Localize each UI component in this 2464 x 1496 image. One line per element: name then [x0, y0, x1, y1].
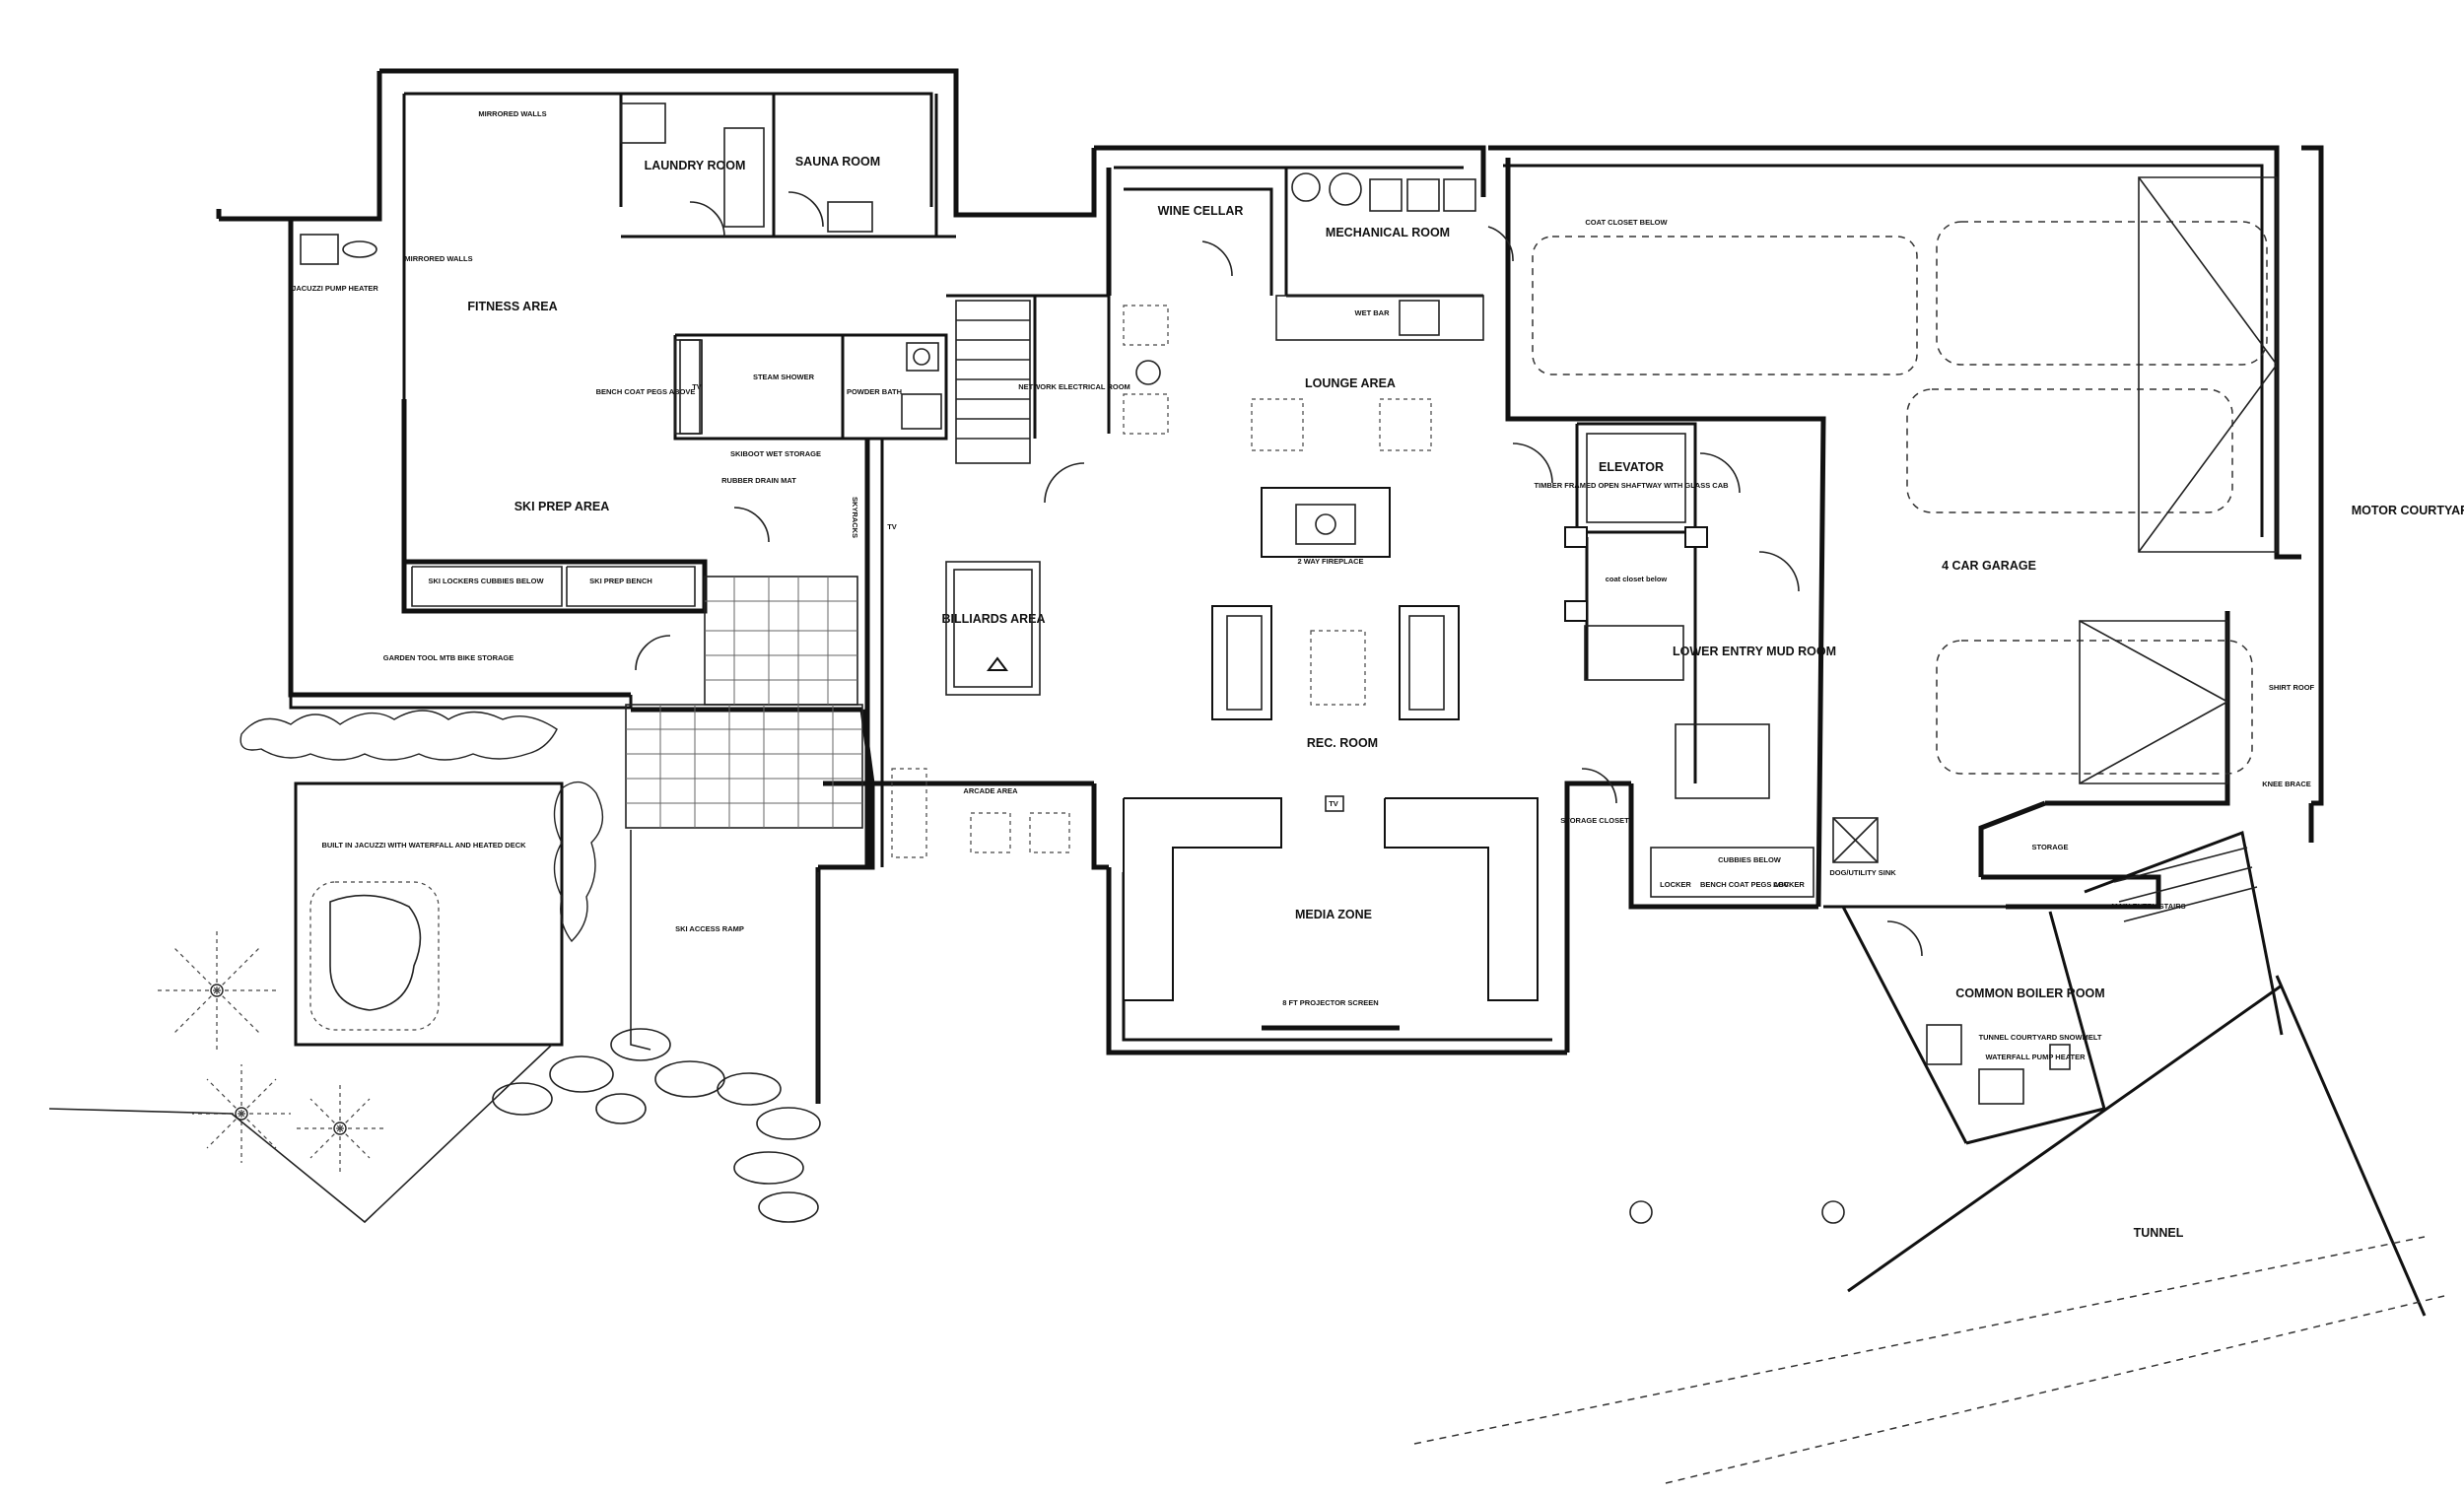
stone-paving — [625, 576, 863, 829]
fitness-label: FITNESS AREA — [467, 300, 557, 313]
billiards-label: BILLIARDS AREA — [941, 612, 1045, 626]
projector-screen-note: 8 FT PROJECTOR SCREEN — [1282, 998, 1378, 1007]
elevator-label: ELEVATOR — [1599, 460, 1664, 474]
powder-bath-label: POWDER BATH — [847, 387, 902, 396]
skyracks-note: SKYRACKS — [851, 497, 859, 538]
media-zone-label: MEDIA ZONE — [1295, 908, 1372, 921]
arcade-note: ARCADE AREA — [963, 786, 1018, 795]
skiboot-storage-note: SKIBOOT WET STORAGE — [730, 449, 821, 458]
locker-1-note: LOCKER — [1660, 880, 1691, 889]
mirrored-walls-top-note: MIRRORED WALLS — [478, 109, 546, 118]
mechanical-label: MECHANICAL ROOM — [1326, 226, 1450, 239]
storage-garage-note: STORAGE — [2032, 843, 2069, 851]
elevator-note: TIMBER FRAMED OPEN SHAFTWAY WITH GLASS C… — [1534, 481, 1729, 490]
rec-room-label: REC. ROOM — [1307, 736, 1378, 750]
lower-entry-label: LOWER ENTRY MUD ROOM — [1673, 645, 1836, 658]
wet-bar-note: WET BAR — [1355, 308, 1391, 317]
room-labels: LAUNDRY ROOM SAUNA ROOM WINE CELLAR MECH… — [321, 155, 2464, 1240]
ski-prep-label: SKI PREP AREA — [514, 500, 610, 513]
tunnel-lines — [1413, 803, 2445, 1484]
tunnel-snowmelt-note: TUNNEL COURTYARD SNOWMELT — [1979, 1033, 2102, 1042]
knee-brace-note: KNEE BRACE — [2262, 780, 2311, 788]
tunnel-label: TUNNEL — [2134, 1226, 2184, 1240]
main-entry-stairs-note: MAIN ENTRY STAIRS — [2111, 902, 2185, 911]
shirt-roof-note: SHIRT ROOF — [2269, 683, 2315, 692]
coat-closet-garage-note: COAT CLOSET BELOW — [1585, 218, 1668, 227]
coat-closet-below-note: coat closet below — [1606, 575, 1668, 583]
landscape — [48, 710, 1845, 1224]
bench-coat-pegs-abv-note: BENCH COAT PEGS ABV — [1700, 880, 1789, 889]
mirrored-walls-left-note: MIRRORED WALLS — [404, 254, 472, 263]
steam-shower-label: STEAM SHOWER — [753, 373, 815, 381]
ski-lockers-note: SKI LOCKERS CUBBIES BELOW — [428, 577, 544, 585]
tv-billiards-note: TV — [887, 522, 897, 531]
dog-sink-note: DOG/UTILITY SINK — [1829, 868, 1896, 877]
cubbies-below-note: CUBBIES BELOW — [1718, 855, 1782, 864]
fireplace-note: 2 WAY FIREPLACE — [1297, 557, 1363, 566]
lounge-label: LOUNGE AREA — [1305, 376, 1396, 390]
laundry-label: LAUNDRY ROOM — [645, 159, 746, 172]
annotation-notes: MIRRORED WALLS MIRRORED WALLS JACUZZI PU… — [292, 109, 2314, 1061]
common-boiler-label: COMMON BOILER ROOM — [1955, 986, 2104, 1000]
tv-media-note: TV — [1329, 799, 1338, 808]
ski-access-ramp-label: SKI ACCESS RAMP — [675, 924, 744, 933]
storage-closet-note: STORAGE CLOSET — [1560, 816, 1629, 825]
waterfall-pump-note: WATERFALL PUMP HEATER — [1985, 1053, 2086, 1061]
sunburst-plants — [158, 931, 384, 1173]
wine-cellar-label: WINE CELLAR — [1158, 204, 1244, 218]
motor-courtyard-label: MOTOR COURTYARD — [2352, 504, 2464, 517]
garden-tool-note: GARDEN TOOL MTB BIKE STORAGE — [383, 653, 514, 662]
sauna-label: SAUNA ROOM — [795, 155, 880, 169]
locker-2-note: LOCKER — [1773, 880, 1805, 889]
rubber-drain-mat-note: RUBBER DRAIN MAT — [721, 476, 796, 485]
boulders — [492, 1028, 821, 1223]
tv-fitness-note: TV — [692, 382, 702, 391]
network-room-label: NETWORK ELECTRICAL ROOM — [1018, 382, 1130, 391]
fixtures — [300, 102, 2278, 1105]
main-entry-treads — [2113, 847, 2258, 922]
jacuzzi-pump-heater-note: JACUZZI PUMP HEATER — [292, 284, 378, 293]
jacuzzi-deck-label: BUILT IN JACUZZI WITH WATERFALL AND HEAT… — [321, 841, 526, 850]
ski-prep-bench-note: SKI PREP BENCH — [589, 577, 652, 585]
garage-label: 4 CAR GARAGE — [1942, 559, 2036, 573]
stair-treads-1 — [956, 319, 1030, 440]
doors — [635, 191, 1923, 957]
bench-coat-pegs-note: BENCH COAT PEGS ABOVE — [596, 387, 696, 396]
